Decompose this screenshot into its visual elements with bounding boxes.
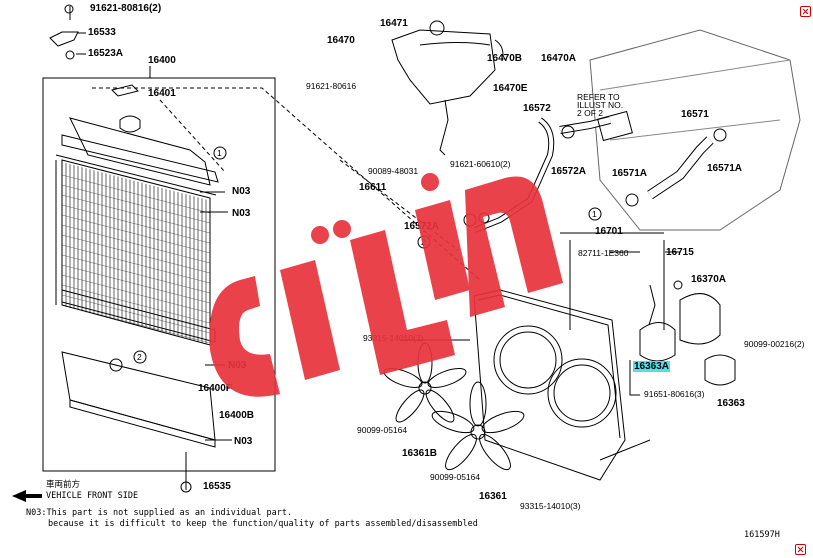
vehicle-front-arrow [12,490,42,502]
diagram-id: 161597H [744,530,780,540]
note-n03-4: N03 [234,436,253,447]
part-16363: 16363 [717,398,745,409]
part-16701: 16701 [595,226,623,237]
part-91621-80616: 91621-80616 [306,81,357,91]
part-16571A-right: 16571A [707,163,743,174]
refer-to: REFER TO [577,92,620,102]
illust-2-of-2: 2 OF 2 [577,108,603,118]
note-n03-1: N03 [232,186,251,197]
radiator-core [61,163,211,344]
part-90099-05164-right: 90099-05164 [430,472,481,482]
callout-2: 2 [137,352,142,362]
note-n03-2: N03 [232,208,251,219]
corner-close-icon[interactable] [795,544,806,555]
part-16401: 16401 [148,88,176,99]
close-icon[interactable] [800,6,811,17]
part-82711-1E360: 82711-1E360 [578,248,629,258]
part-16471: 16471 [380,18,408,29]
part-93315-bottom: 93315-14010(3) [520,501,581,511]
vehicle-front-label: VEHICLE FRONT SIDE [46,491,139,501]
part-16523A: 16523A [88,48,124,59]
footnote-line1: N03:This part is not supplied as an indi… [26,508,293,518]
note-n03-3: N03 [228,360,247,371]
callout-1b: 1 [592,209,597,219]
part-16470A: 16470A [541,53,577,64]
part-16572A-top: 16572A [551,166,587,177]
part-16533: 16533 [88,27,116,38]
vehicle-front-jp: 車両前方 [46,480,81,490]
part-16571A-left: 16571A [612,168,648,179]
part-16470E: 16470E [493,83,528,94]
footnote-line2: because it is difficult to keep the func… [48,519,478,529]
part-91621-80816: 91621-80816(2) [90,3,162,14]
part-16370A: 16370A [691,274,727,285]
radiator-frame [42,77,276,472]
part-16571: 16571 [681,109,709,120]
part-90099-05164-left: 90099-05164 [357,425,408,435]
illust-no: ILLUST NO. [577,100,624,110]
part-16400F: 16400F [198,383,232,394]
part-90099-00216: 90099-00216(2) [744,339,805,349]
part-16470: 16470 [327,35,355,46]
callout-2b: 2 [421,237,426,247]
part-16572A-low: 16572A [404,221,440,232]
part-93315-top: 93315-14010(3) [363,333,424,343]
part-90089-48031: 90089-48031 [368,166,419,176]
part-16361: 16361 [479,491,507,502]
part-91651-80616: 91651-80616(3) [644,389,705,399]
part-16400B: 16400B [219,410,255,421]
part-16715: 16715 [666,247,694,258]
callout-1: 1 [217,148,222,158]
part-16361B: 16361B [402,448,438,459]
part-16363A[interactable]: 16363A [633,361,671,372]
part-16400: 16400 [148,55,176,66]
part-16572: 16572 [523,103,551,114]
part-16470B: 16470B [487,53,523,64]
part-16535: 16535 [203,481,231,492]
part-91621-60610: 91621-60610(2) [450,159,511,169]
part-16611: 16611 [359,182,387,193]
